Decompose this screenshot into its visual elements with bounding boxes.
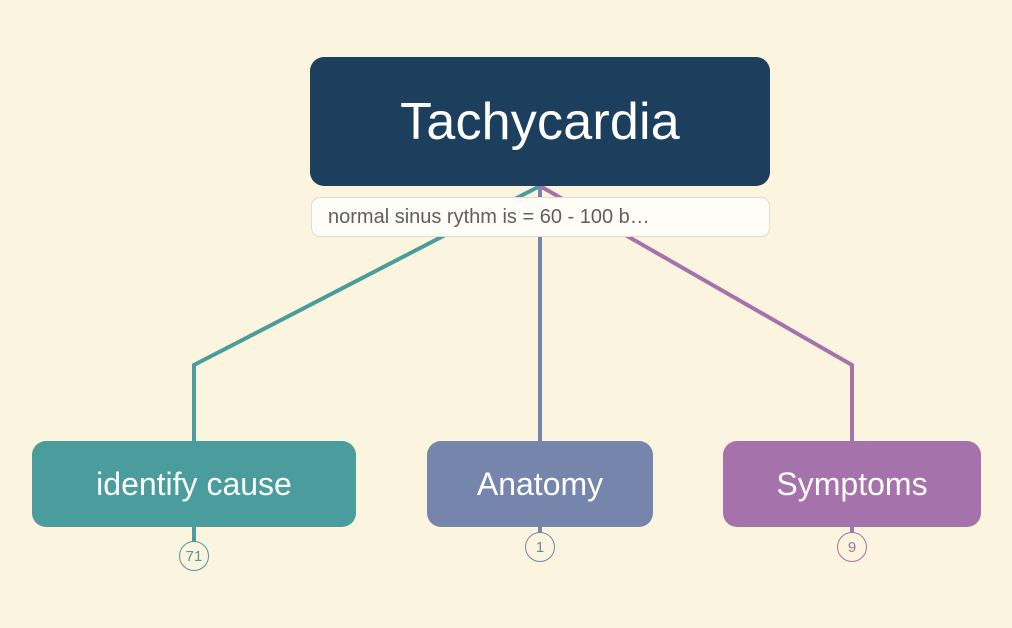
root-node-label: Tachycardia [400,92,680,151]
badge-count: 1 [535,538,545,556]
badge-count: 9 [847,538,857,556]
child-node-label: Symptoms [776,465,928,502]
root-node-tachycardia[interactable]: Tachycardia [310,57,770,186]
root-note-text: normal sinus rythm is = 60 - 100 b… [328,205,650,228]
child-node-symptoms[interactable]: Symptoms [723,441,981,527]
badge-count: 71 [185,547,203,565]
child-node-label: Anatomy [476,465,604,502]
root-note[interactable]: normal sinus rythm is = 60 - 100 b… [311,197,770,237]
child-node-anatomy[interactable]: Anatomy [427,441,653,527]
child-count-badge-identify-cause[interactable]: 71 [179,541,209,571]
child-count-badge-symptoms[interactable]: 9 [837,532,867,562]
child-node-label: identify cause [96,465,292,502]
child-count-badge-anatomy[interactable]: 1 [525,532,555,562]
child-node-identify-cause[interactable]: identify cause [32,441,356,527]
